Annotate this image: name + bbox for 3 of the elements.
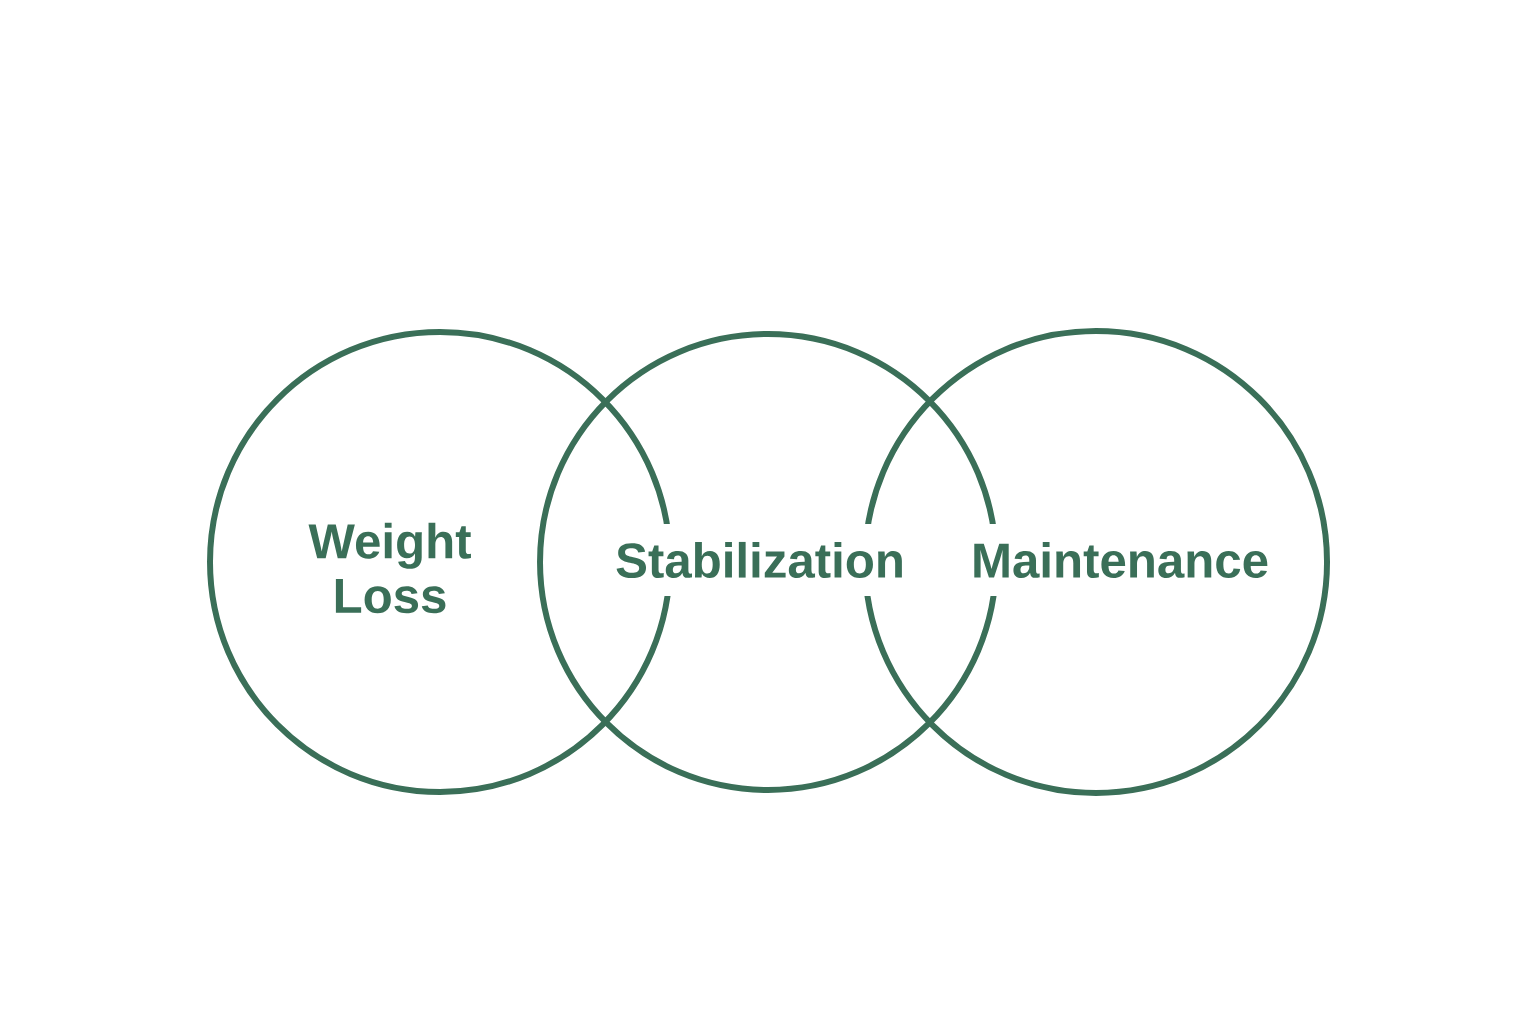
stage-label: Weight Loss <box>308 522 471 614</box>
stage-label: Stabilization <box>616 541 902 579</box>
stage-label: Maintenance <box>974 541 1268 579</box>
